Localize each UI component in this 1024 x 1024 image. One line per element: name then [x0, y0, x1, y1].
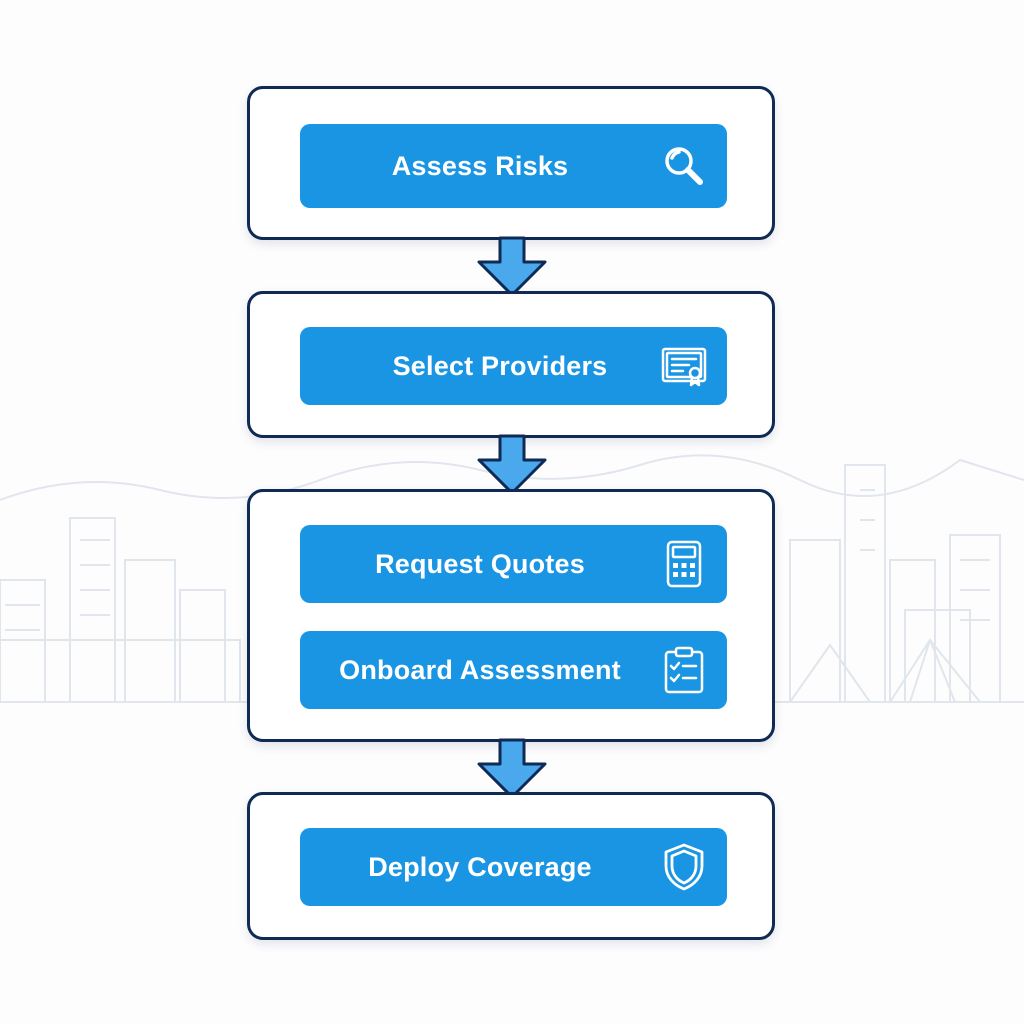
- step-deploy-coverage[interactable]: Deploy Coverage: [300, 828, 727, 906]
- step-assess-risks[interactable]: Assess Risks: [300, 124, 727, 208]
- shield-icon: [659, 842, 709, 892]
- magnifier-icon: [659, 141, 709, 191]
- city-skyline-background: [0, 454, 1024, 703]
- flow-arrow-1: [476, 236, 548, 298]
- step-label: Onboard Assessment: [339, 654, 621, 685]
- calculator-icon: [659, 539, 709, 589]
- step-onboard-assessment[interactable]: Onboard Assessment: [300, 631, 727, 709]
- stage-frame-1: Assess Risks: [247, 86, 775, 240]
- flow-arrow-3: [476, 738, 548, 800]
- step-label: Assess Risks: [391, 150, 569, 181]
- flow-arrow-2: [476, 434, 548, 496]
- clipboard-checklist-icon: [659, 645, 709, 695]
- certificate-icon: [659, 341, 709, 391]
- step-label: Deploy Coverage: [368, 851, 592, 882]
- step-label: Select Providers: [392, 350, 608, 381]
- step-label: Request Quotes: [375, 548, 585, 579]
- stage-frame-2: Select Providers: [247, 291, 775, 438]
- stage-frame-3: Request Quotes Onboard Assessm: [247, 489, 775, 742]
- step-select-providers[interactable]: Select Providers: [300, 327, 727, 405]
- step-request-quotes[interactable]: Request Quotes: [300, 525, 727, 603]
- stage-frame-4: Deploy Coverage: [247, 792, 775, 940]
